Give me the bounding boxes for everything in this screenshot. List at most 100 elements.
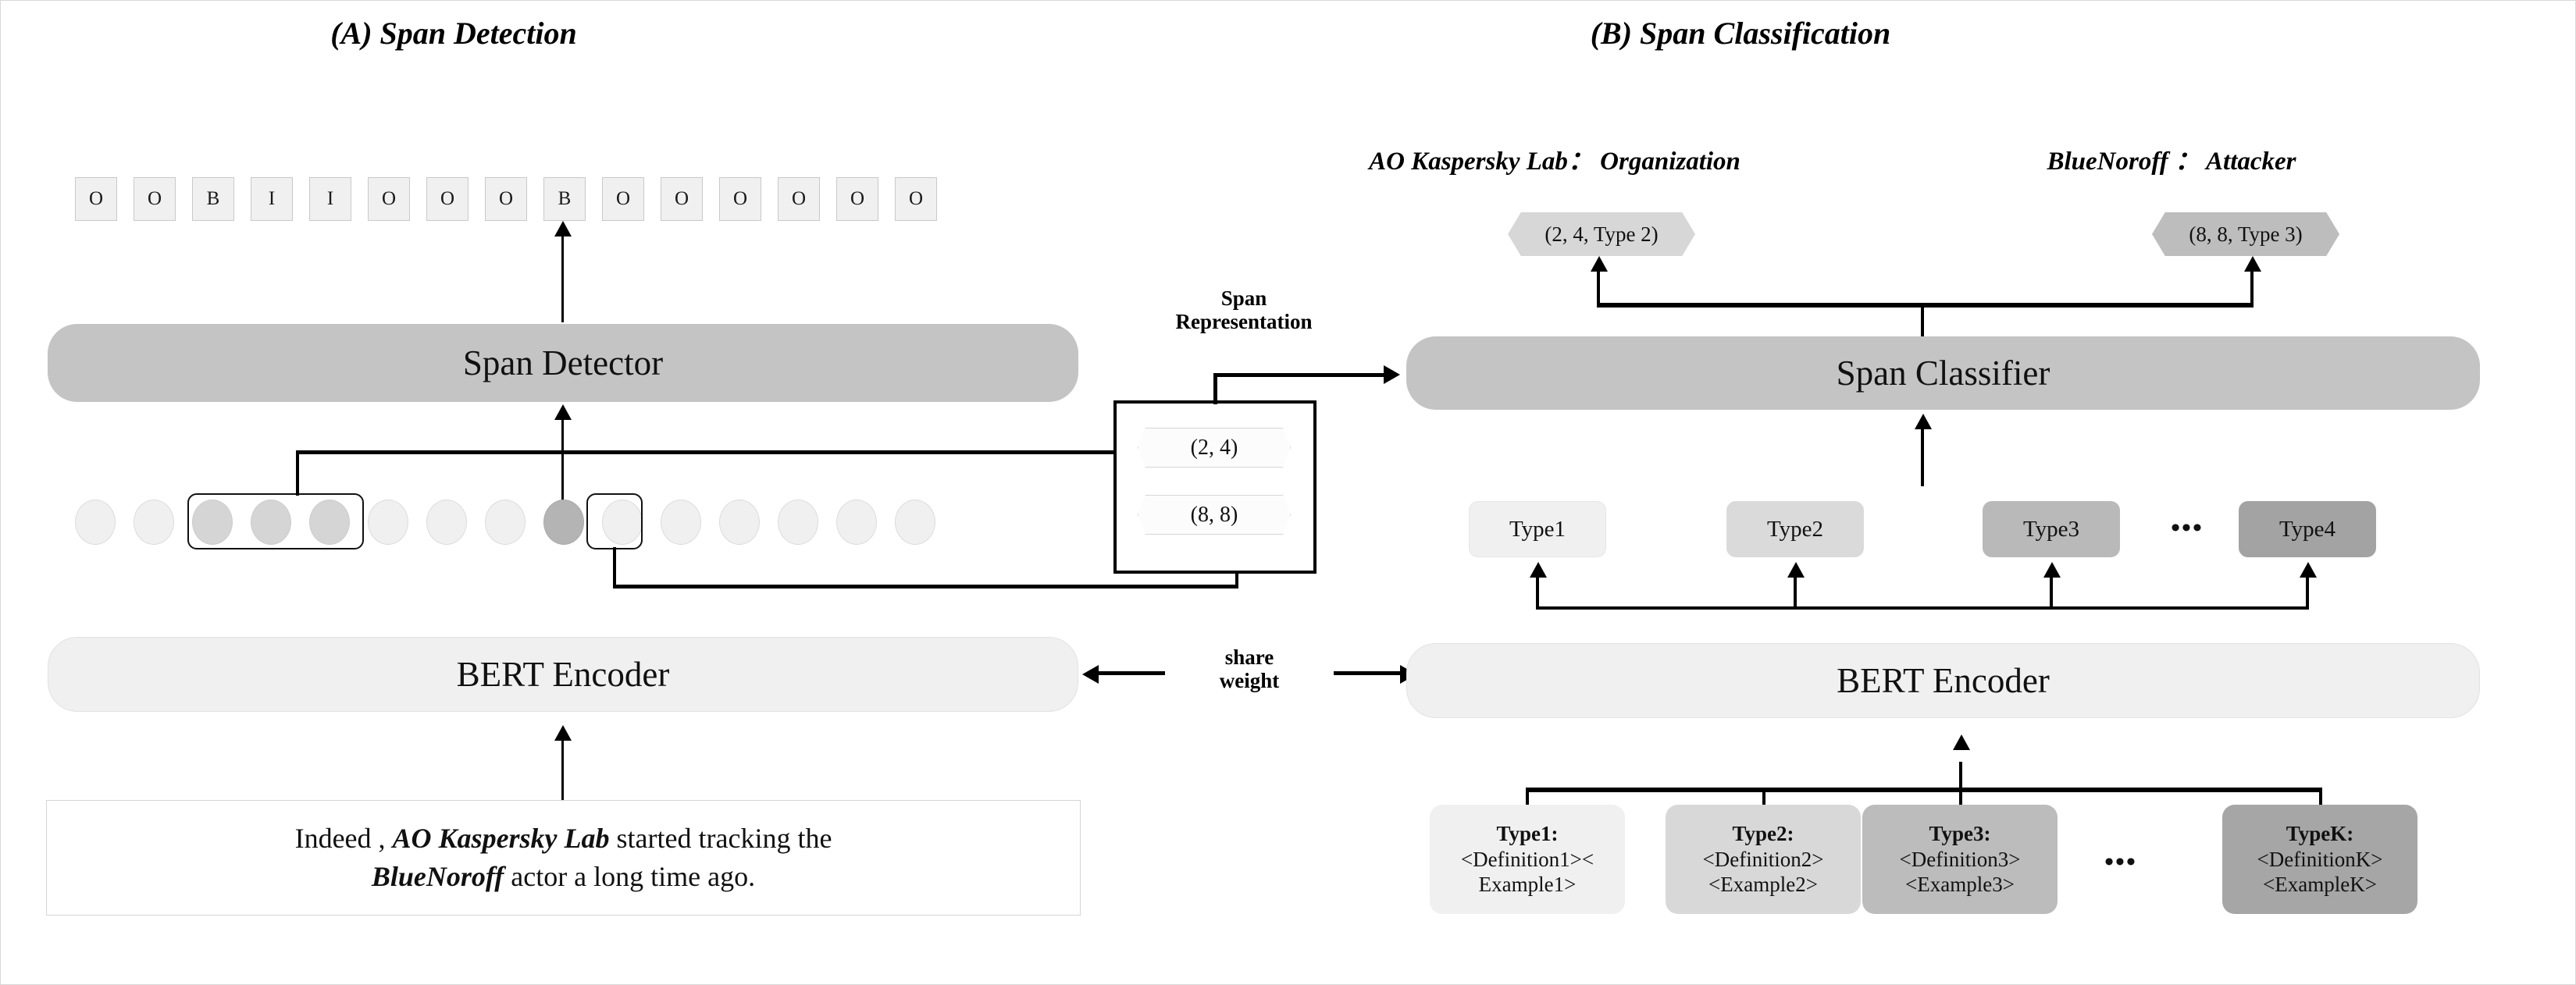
input-sentence-box: Indeed , AO Kaspersky Lab started tracki…	[46, 800, 1081, 916]
share-weight-line2: weight	[1219, 669, 1280, 693]
span-classifier-bar: Span Classifier	[1406, 336, 2480, 410]
token-circle	[426, 500, 467, 545]
arrow-tokens-to-detector-line	[561, 418, 564, 508]
bio-tag-cell: O	[778, 177, 820, 221]
bio-tag-cell: I	[251, 177, 293, 221]
result-tree-bar	[1597, 303, 2254, 308]
bio-tag-cell: O	[836, 177, 878, 221]
span-representation-out-arrowhead	[1384, 365, 1400, 384]
token-circle-span-end	[309, 500, 350, 545]
definition-card-ellipsis: •••	[2104, 848, 2137, 877]
share-weight-line-right	[1334, 671, 1400, 675]
bert-encoder-a-bar: BERT Encoder	[48, 637, 1078, 712]
sentence-line2-post: actor a long time ago.	[504, 861, 756, 892]
result-tree-arrowhead-left	[1591, 256, 1608, 272]
span-representation-caption-line2: Representation	[1175, 310, 1313, 334]
type-chip-3: Type3	[1983, 501, 2120, 557]
token-circle	[836, 500, 877, 545]
arrow-chips-to-classifier-line	[1921, 428, 1924, 486]
span-pill-2-4: (2, 4)	[1138, 428, 1291, 468]
bio-tag-cell: O	[661, 177, 703, 221]
token-circle	[719, 500, 760, 545]
bio-tag-cell: O	[895, 177, 937, 221]
span-representation-out-riser	[1213, 373, 1217, 404]
defs-tree-arrowhead	[1953, 734, 1970, 750]
span-single-connector-horizontal	[613, 585, 1238, 589]
defs-tree-bar	[1526, 788, 2322, 792]
share-weight-line-left	[1099, 671, 1165, 675]
definition-card-line2: <ExampleK>	[2263, 873, 2377, 897]
definition-card-title: Type1:	[1496, 821, 1559, 845]
arrow-detector-to-tags-head	[554, 221, 572, 236]
arrow-detector-to-tags-line	[561, 235, 564, 322]
token-embedding-row	[75, 500, 935, 545]
token-circle	[368, 500, 408, 545]
arrow-encoder-to-chip1-line	[1536, 576, 1539, 609]
span-detector-bar: Span Detector	[48, 324, 1078, 402]
token-circle	[75, 500, 116, 545]
type-chip-1: Type1	[1469, 501, 1606, 557]
token-circle	[602, 500, 643, 545]
encoder-to-chips-bus	[1536, 606, 2309, 610]
bio-tag-cell: O	[602, 177, 644, 221]
type-chip-4: Type4	[2239, 501, 2376, 557]
span-representation-caption-line1: Span	[1220, 286, 1267, 310]
definition-card-type1: Type1: <Definition1>< Example1>	[1430, 805, 1625, 914]
definition-card-line1: <Definition1><	[1460, 847, 1594, 871]
arrow-chips-to-classifier-head	[1915, 414, 1932, 429]
arrow-encoder-to-chip3-line	[2050, 576, 2053, 609]
definition-card-typek: TypeK: <DefinitionK> <ExampleK>	[2222, 805, 2417, 914]
result-tree-stem	[1921, 306, 1924, 341]
token-circle	[134, 500, 174, 545]
bio-tag-cell: B	[192, 177, 234, 221]
bio-tag-cell: O	[368, 177, 410, 221]
panel-b-title: (B) Span Classification	[1590, 16, 1891, 51]
span-representation-out-horizontal	[1213, 373, 1387, 377]
span-representation-caption: Span Representation	[1103, 286, 1384, 333]
result-hex-8-8-type3: (8, 8, Type 3)	[2152, 212, 2339, 256]
result-tree-branch-right	[2250, 270, 2254, 305]
result-tree-branch-left	[1597, 270, 1600, 305]
entity-label-organization: AO Kaspersky Lab： Organization	[1369, 148, 1740, 176]
bio-tag-cell: O	[75, 177, 117, 221]
span-multi-connector-horizontal	[296, 450, 1127, 454]
definition-card-line2: <Example3>	[1905, 873, 2015, 897]
token-circle	[485, 500, 526, 545]
definition-card-line1: <Definition2>	[1702, 847, 1824, 871]
result-hex-2-4-type2: (2, 4, Type 2)	[1508, 212, 1695, 256]
arrow-tokens-to-detector-head	[554, 404, 572, 420]
arrow-encoder-to-chip4-line	[2306, 576, 2309, 609]
defs-tree-stem	[1959, 762, 1962, 793]
arrow-encoder-to-chip2-line	[1794, 576, 1797, 609]
share-weight-caption: share weight	[1168, 645, 1331, 692]
share-weight-arrow-left-head	[1082, 665, 1099, 684]
arrow-encoder-to-chip4-head	[2300, 562, 2317, 578]
definition-card-type3: Type3: <Definition3> <Example3>	[1862, 805, 2058, 914]
sentence-line1-pre: Indeed ,	[294, 823, 393, 855]
bio-tag-cell: O	[719, 177, 761, 221]
token-circle-span-start	[192, 500, 233, 545]
type-chip-2: Type2	[1726, 501, 1864, 557]
definition-card-title: TypeK:	[2286, 821, 2354, 845]
arrow-encoder-to-chip1-head	[1530, 562, 1547, 578]
definition-card-title: Type3:	[1929, 821, 1991, 845]
sentence-entity-attacker: BlueNoroff	[371, 861, 504, 892]
span-selection-outline-single	[586, 493, 643, 549]
span-representation-frame	[1113, 400, 1317, 574]
definition-card-line1: <DefinitionK>	[2257, 847, 2383, 871]
span-selection-outline-multi	[187, 493, 364, 549]
token-circle-span-inside	[251, 500, 291, 545]
bio-tag-cell: O	[426, 177, 469, 221]
sentence-line-1: Indeed , AO Kaspersky Lab started tracki…	[295, 820, 832, 858]
span-pill-8-8: (8, 8)	[1138, 495, 1291, 535]
bert-encoder-b-bar: BERT Encoder	[1406, 643, 2480, 718]
span-single-connector-vertical	[613, 547, 616, 588]
token-circle	[895, 500, 935, 545]
arrow-encoder-to-chip3-head	[2043, 562, 2061, 578]
bio-tag-cell: O	[134, 177, 176, 221]
bio-tag-row: O O B I I O O O B O O O O O O	[75, 177, 937, 221]
entity-label-attacker: BlueNoroff ： Attacker	[2047, 148, 2296, 176]
token-circle	[661, 500, 701, 545]
arrow-sentence-to-encoder-head	[554, 725, 572, 741]
